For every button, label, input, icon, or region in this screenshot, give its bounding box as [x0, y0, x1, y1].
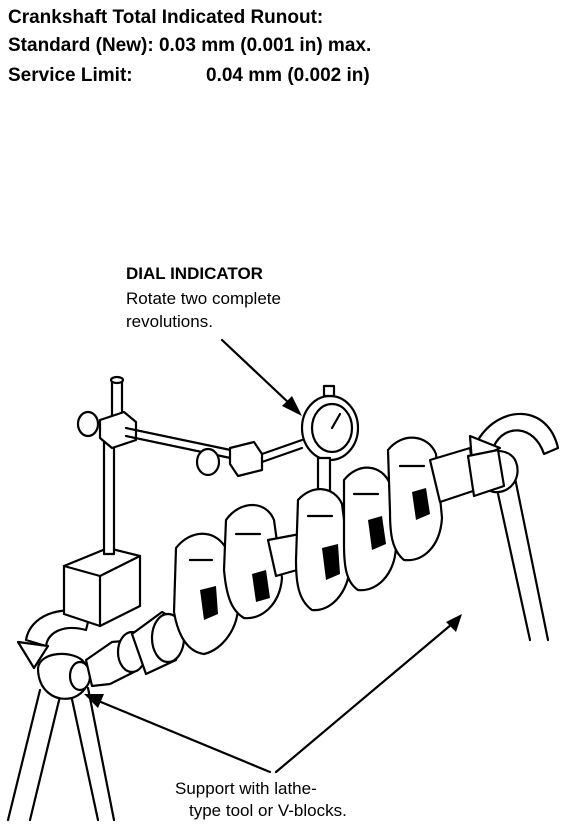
left-lathe-support-icon	[6, 652, 116, 822]
service-limit-label: Service Limit:	[8, 65, 133, 86]
rotation-arrow-icon	[16, 412, 560, 670]
dial-instruction-line2: revolutions.	[126, 312, 213, 331]
dial-instruction-line1: Rotate two complete	[126, 289, 281, 308]
service-limit-value: 0.04 mm (0.002 in)	[206, 65, 370, 86]
standard-spec: Standard (New): 0.03 mm (0.001 in) max.	[8, 35, 372, 56]
magnetic-base-icon	[62, 375, 304, 628]
leader-arrows	[84, 338, 462, 774]
crankshaft-icon	[84, 436, 506, 688]
dial-indicator-label: DIAL INDICATOR	[126, 264, 263, 283]
dial-indicator-icon	[300, 384, 360, 522]
runout-title: Crankshaft Total Indicated Runout:	[8, 7, 324, 28]
service-limit-spec: Service Limit: 0.04 mm (0.002 in)	[8, 64, 370, 88]
support-note-line2: type tool or V-blocks.	[189, 801, 347, 820]
support-note-line1: Support with lathe-	[175, 779, 317, 798]
